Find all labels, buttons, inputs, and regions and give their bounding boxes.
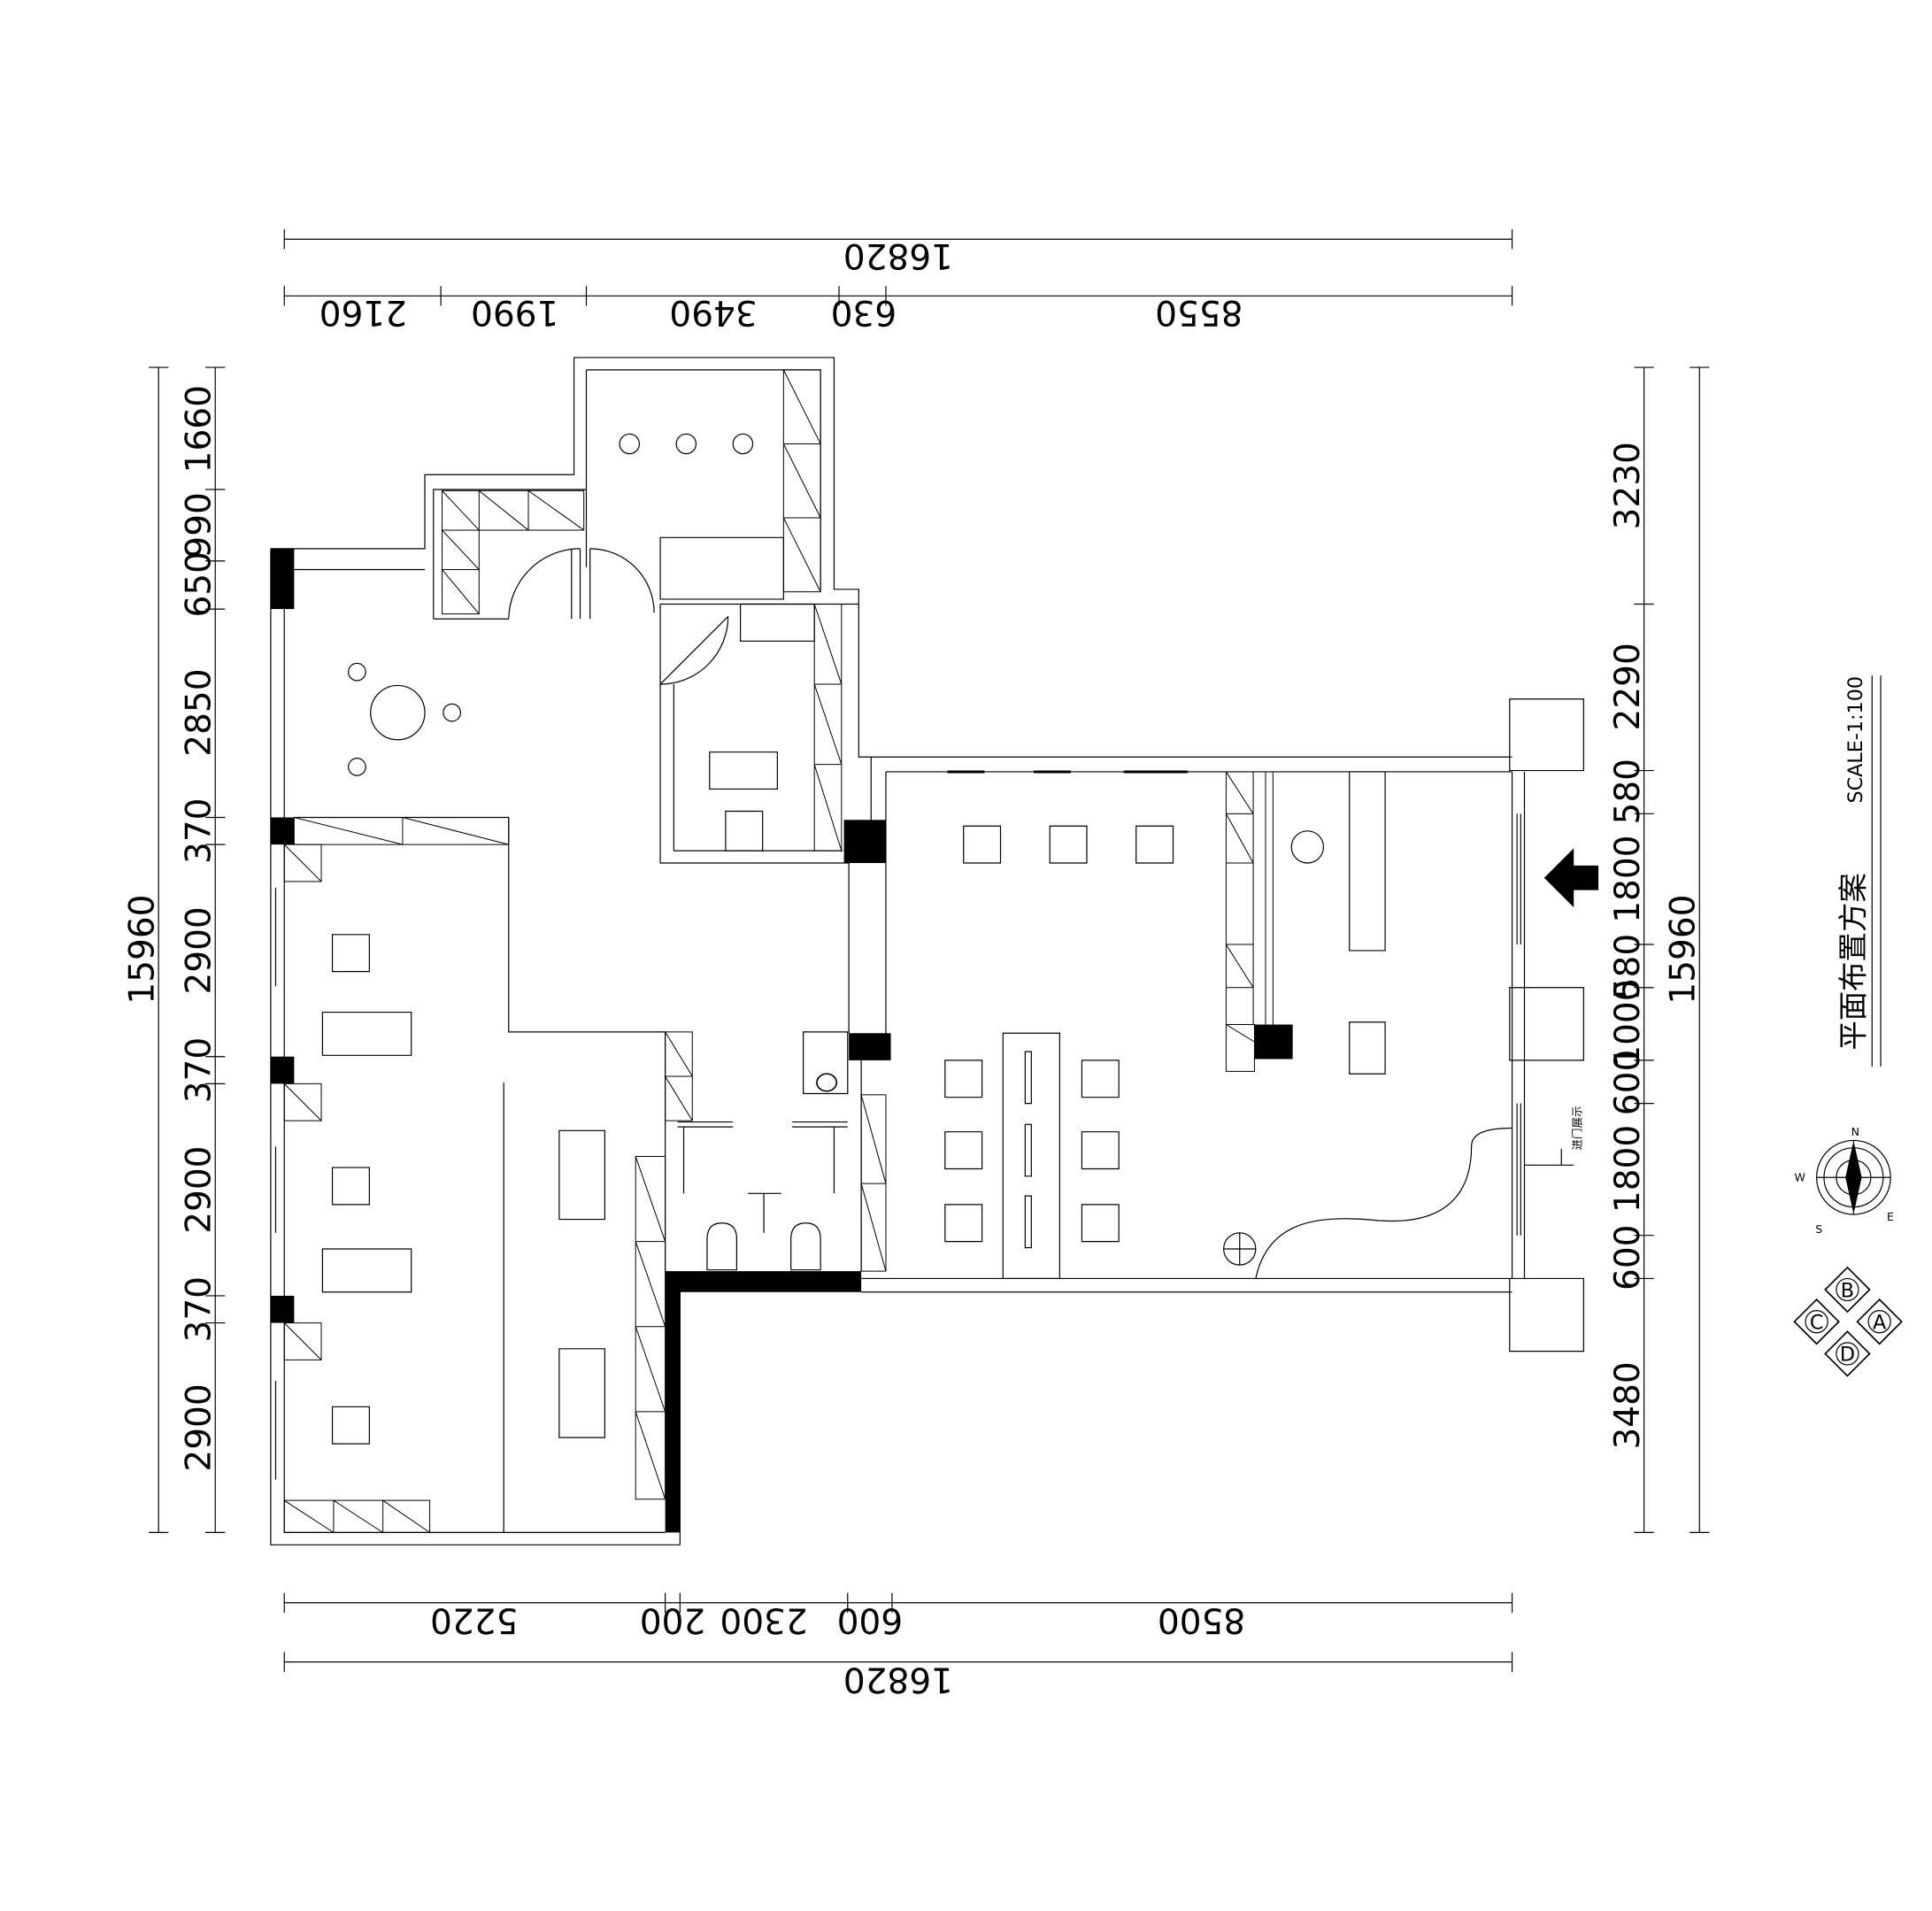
top-seg-label-5: 8550: [1155, 292, 1243, 332]
elevation-b-label: B: [1841, 1279, 1854, 1302]
elevation-d-label: D: [1840, 1344, 1855, 1367]
compass-e-label: E: [1887, 1210, 1894, 1223]
elevation-a-label: A: [1873, 1312, 1887, 1335]
drawing-scale: SCALE-1:100: [1844, 676, 1867, 804]
entrance-pillars: [1510, 699, 1584, 1352]
entrance-arrow: [1543, 848, 1599, 908]
left-seg-label-4: 2850: [180, 668, 219, 756]
top-segment-dimension: [284, 286, 1512, 305]
bottom-seg-label-1: 5220: [430, 1600, 518, 1640]
compass-s-label: S: [1815, 1222, 1822, 1236]
left-seg-label-6: 2900: [180, 906, 219, 994]
top-total-label: 16820: [843, 235, 953, 275]
right-seg-label-2: 2290: [1608, 643, 1648, 730]
bottom-seg-label-2: 200: [640, 1600, 705, 1640]
bottom-total-label: 16820: [843, 1660, 953, 1699]
left-seg-label-10: 2900: [180, 1383, 219, 1471]
drawing-title: 平面布置方案: [1836, 873, 1871, 1050]
left-seg-label-5: 370: [180, 798, 219, 864]
right-total-dimension: [1690, 367, 1709, 1532]
right-seg-label-3: 580: [1608, 759, 1648, 824]
bottom-segment-dimension: [284, 1593, 1512, 1613]
left-seg-label-8: 2900: [180, 1146, 219, 1234]
left-seg-label-3: 650: [180, 551, 219, 617]
left-seg-label-7: 370: [180, 1037, 219, 1103]
top-seg-label-4: 630: [831, 292, 897, 332]
entrance-note: 进门展示: [1571, 1106, 1584, 1150]
structural-columns: [270, 548, 1293, 1323]
furniture: [322, 434, 1512, 1532]
left-seg-label-2: 990: [180, 492, 219, 558]
left-seg-label-1: 1660: [180, 385, 219, 473]
right-segment-dimension: [1634, 367, 1653, 1532]
left-segment-dimension: [205, 367, 225, 1532]
elevation-c-label: C: [1810, 1312, 1824, 1335]
top-seg-label-1: 2160: [319, 292, 407, 332]
right-seg-label-9: 600: [1608, 1225, 1648, 1291]
compass-w-label: W: [1795, 1170, 1805, 1183]
right-seg-label-10: 3480: [1608, 1361, 1648, 1449]
elevation-index-icon: [1793, 1266, 1903, 1377]
top-seg-label-2: 1990: [471, 292, 558, 332]
left-seg-label-9: 370: [180, 1276, 219, 1342]
storage-shelves: [284, 370, 1273, 1533]
bottom-total-dimension: [284, 1652, 1512, 1671]
doors: [434, 549, 728, 684]
structural-thick-wall: [665, 1271, 862, 1533]
right-seg-label-6: 1000: [1608, 979, 1648, 1067]
right-seg-label-8: 1800: [1608, 1125, 1648, 1213]
north-arrow-compass-icon: [1817, 1140, 1891, 1214]
top-seg-label-3: 3490: [669, 292, 757, 332]
right-seg-label-4: 1800: [1608, 836, 1648, 923]
left-total-dimension: [149, 367, 168, 1532]
bottom-seg-label-3: 2300: [720, 1600, 807, 1640]
right-total-label: 15960: [1664, 894, 1704, 1004]
exterior-walls: [271, 358, 1525, 1545]
compass-n-label: N: [1851, 1125, 1859, 1138]
right-seg-label-7: 600: [1608, 1050, 1648, 1115]
left-total-label: 15960: [123, 894, 163, 1004]
right-seg-label-1: 3230: [1608, 442, 1648, 529]
bottom-seg-label-5: 8500: [1158, 1600, 1245, 1640]
top-total-dimension: [284, 229, 1512, 249]
windows: [275, 813, 1520, 1479]
bottom-seg-label-4: 600: [837, 1600, 903, 1640]
right-seg-label-5: 580: [1608, 934, 1648, 999]
restroom-fixtures: [678, 1032, 848, 1270]
